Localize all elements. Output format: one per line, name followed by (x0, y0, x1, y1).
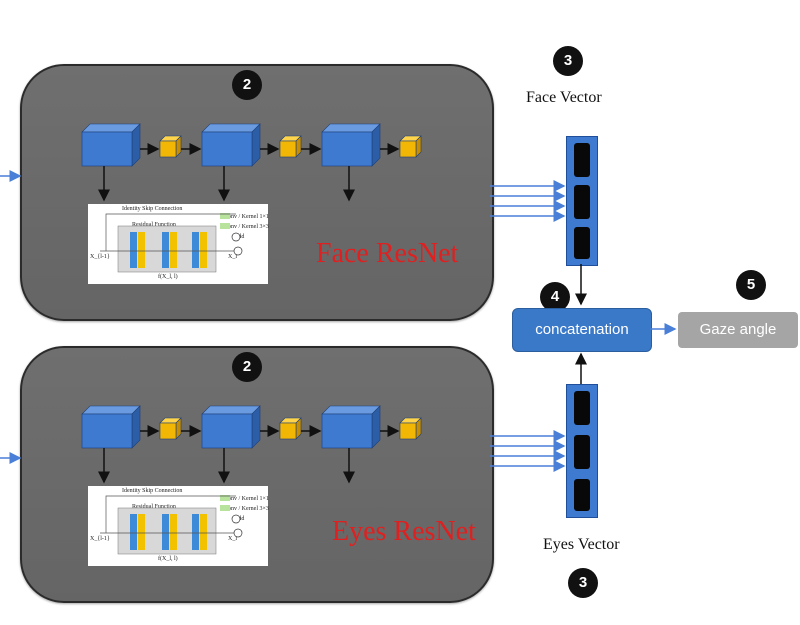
face-residual-conv (192, 232, 199, 268)
eyes-residual-conv (192, 514, 199, 550)
gaze-angle-output: Gaze angle (678, 312, 798, 348)
eyes-resnet-badge: 2 (232, 352, 262, 382)
eyes-skip-connection (105, 495, 236, 533)
eyes-vector-cell (574, 435, 590, 469)
face-legend-swatch (220, 223, 230, 229)
face-legend-conv3: Conv / Kernel 3×3 (224, 224, 269, 230)
eyes-legend-conv3: Conv / Kernel 3×3 (224, 506, 269, 512)
eyes-legend-swatch (220, 505, 230, 511)
eyes-input-label: X_{l-1} (90, 536, 110, 542)
face-skip-connection (105, 213, 236, 251)
face-output-label: X_l (228, 254, 237, 260)
eyes-vector-cell (574, 391, 590, 425)
gaze-angle-badge: 5 (736, 270, 766, 300)
eyes-conv-block-front (201, 413, 253, 449)
face-residual-title: Residual Function (132, 222, 176, 228)
eyes-conv-block-top (321, 405, 381, 415)
eyes-pool-block-front (279, 422, 297, 440)
face-residual-norm (170, 232, 177, 268)
eyes-residual-norm (200, 514, 207, 550)
face-add-symbol (231, 232, 241, 242)
eyes-vector (566, 384, 598, 518)
concatenation-badge: 4 (540, 282, 570, 312)
face-legend-conv1: Conv / Kernel 1×1 (224, 214, 269, 220)
face-residual-norm (138, 232, 145, 268)
concatenation-node: concatenation (512, 308, 652, 352)
eyes-formula: f(X_l, l) (158, 556, 178, 562)
eyes-residual-norm (170, 514, 177, 550)
face-conv-block-top (201, 123, 261, 133)
face-vector-badge: 3 (553, 46, 583, 76)
face-vector-cell (574, 227, 590, 259)
face-conv-block-front (201, 131, 253, 167)
eyes-pool-block-front (399, 422, 417, 440)
face-formula: f(X_l, l) (158, 274, 178, 280)
eyes-vector-label: Eyes Vector (543, 536, 620, 553)
face-vector (566, 136, 598, 266)
face-resnet-badge: 2 (232, 70, 262, 100)
face-residual-norm (200, 232, 207, 268)
face-pool-block-front (159, 140, 177, 158)
eyes-skip-title: Identity Skip Connection (122, 488, 183, 494)
eyes-conv-block-front (81, 413, 133, 449)
face-vector-cell (574, 143, 590, 177)
face-vector-cell (574, 185, 590, 219)
eyes-conv-block-front (321, 413, 373, 449)
face-residual-conv (130, 232, 137, 268)
eyes-residual-add (233, 528, 243, 538)
face-conv-block-front (321, 131, 373, 167)
eyes-vector-badge: 3 (568, 568, 598, 598)
eyes-output-label: X_l (228, 536, 237, 542)
face-residual-conv (162, 232, 169, 268)
eyes-conv-block-top (81, 405, 141, 415)
face-conv-block-top (321, 123, 381, 133)
eyes-conv-block-top (201, 405, 261, 415)
eyes-resnet-label: Eyes ResNet (332, 516, 476, 547)
eyes-legend-swatch (220, 495, 230, 501)
eyes-pool-block-front (159, 422, 177, 440)
face-vector-label: Face Vector (526, 89, 602, 106)
eyes-legend-conv1: Conv / Kernel 1×1 (224, 496, 269, 502)
face-input-label: X_{l-1} (90, 254, 110, 260)
face-skip-title: Identity Skip Connection (122, 206, 183, 212)
eyes-residual-conv (130, 514, 137, 550)
eyes-add-symbol (231, 514, 241, 524)
face-pool-block-front (399, 140, 417, 158)
face-resnet-label: Face ResNet (316, 238, 459, 269)
face-legend-swatch (220, 213, 230, 219)
face-residual-add (233, 246, 243, 256)
face-conv-block-top (81, 123, 141, 133)
eyes-residual-conv (162, 514, 169, 550)
face-pool-block-front (279, 140, 297, 158)
eyes-residual-title: Residual Function (132, 504, 176, 510)
eyes-residual-norm (138, 514, 145, 550)
eyes-vector-cell (574, 479, 590, 511)
face-conv-block-front (81, 131, 133, 167)
